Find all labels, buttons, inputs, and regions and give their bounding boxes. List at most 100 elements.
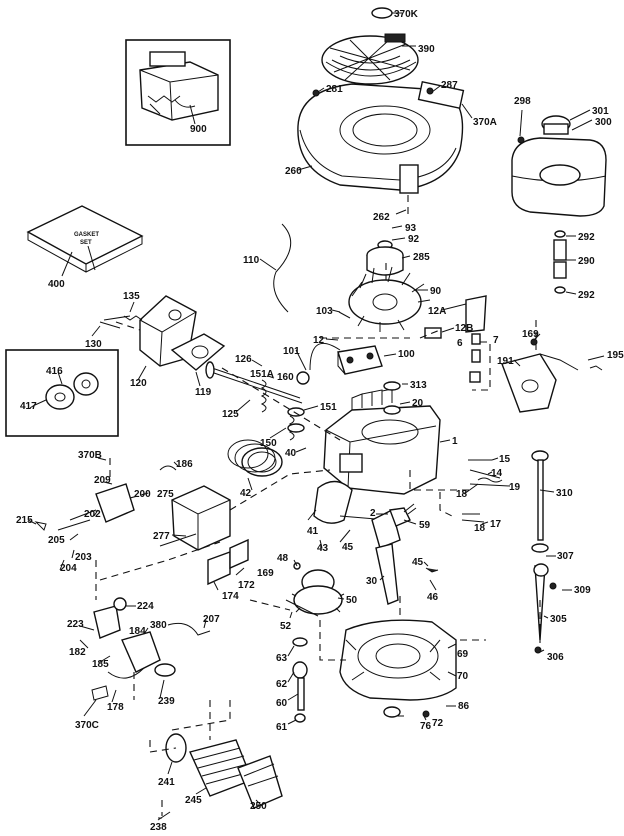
part-label-p241: 241: [158, 777, 175, 788]
gasket-set-inset: [26, 205, 144, 277]
part-label-p12B: 12B: [455, 323, 473, 334]
part-label-p185: 185: [92, 659, 109, 670]
part-label-p900: 900: [190, 124, 207, 135]
part-label-p223: 223: [67, 619, 84, 630]
gasket-set-label-2: SET: [80, 240, 92, 246]
part-label-p169a: 169: [522, 329, 539, 340]
engine-block: [323, 381, 441, 495]
recoil-starter: [321, 7, 419, 85]
part-label-p76: 76: [420, 721, 432, 732]
cam-gear: [285, 562, 345, 617]
part-label-p125: 125: [222, 409, 239, 420]
part-label-p202: 202: [84, 509, 101, 520]
part-label-p48: 48: [277, 553, 289, 564]
part-label-p292b: 292: [578, 290, 595, 301]
part-label-p207: 207: [203, 614, 220, 625]
engine-inset-box: [125, 39, 231, 146]
part-label-p260: 260: [285, 166, 302, 177]
part-label-p126: 126: [235, 354, 252, 365]
part-label-p186: 186: [176, 459, 193, 470]
part-label-p245: 245: [185, 795, 202, 806]
part-label-p46: 46: [427, 592, 439, 603]
piston-rings: [227, 439, 389, 524]
part-label-p307: 307: [557, 551, 574, 562]
part-label-p41: 41: [307, 526, 319, 537]
part-label-p110: 110: [243, 255, 260, 266]
part-label-p182: 182: [69, 647, 86, 658]
part-label-p390: 390: [418, 44, 435, 55]
part-label-p200: 200: [134, 489, 151, 500]
part-label-p281: 281: [326, 84, 343, 95]
part-label-p151: 151: [320, 402, 337, 413]
part-label-p310: 310: [556, 488, 573, 499]
part-label-p305: 305: [550, 614, 567, 625]
part-label-p92: 92: [408, 234, 420, 245]
part-label-p42: 42: [240, 488, 252, 499]
part-label-p300: 300: [595, 117, 612, 128]
part-label-p1: 1: [452, 436, 458, 447]
crankshaft: [371, 503, 439, 605]
air-intake: [113, 465, 249, 636]
part-label-p292a: 292: [578, 232, 595, 243]
part-label-p160: 160: [277, 372, 294, 383]
governor-linkage: [461, 459, 511, 523]
part-label-p151A: 151A: [250, 369, 274, 380]
part-label-p40: 40: [285, 448, 297, 459]
part-label-p417: 417: [20, 401, 37, 412]
part-label-p6: 6: [457, 338, 463, 349]
part-label-p275: 275: [157, 489, 174, 500]
part-label-p290: 290: [578, 256, 595, 267]
part-label-p45a: 45: [342, 542, 354, 553]
part-label-p90: 90: [430, 286, 442, 297]
part-label-p239: 239: [158, 696, 175, 707]
part-label-p416: 416: [46, 366, 63, 377]
part-label-p50: 50: [346, 595, 358, 606]
part-label-p150: 150: [260, 438, 277, 449]
part-label-p18a: 18: [456, 489, 468, 500]
cylinder-head: [99, 295, 226, 371]
part-label-p86: 86: [458, 701, 470, 712]
starter-inset-box: [5, 349, 119, 437]
part-label-p63: 63: [276, 653, 288, 664]
part-label-p69: 69: [457, 649, 469, 660]
part-label-p380: 380: [150, 620, 167, 631]
part-label-p370C: 370C: [75, 720, 99, 731]
part-label-p20: 20: [412, 398, 424, 409]
part-label-p19: 19: [509, 482, 521, 493]
part-label-p15: 15: [499, 454, 511, 465]
part-label-p172: 172: [238, 580, 255, 591]
part-label-p277: 277: [153, 531, 170, 542]
part-label-p238: 238: [150, 822, 167, 833]
part-label-p103: 103: [316, 306, 333, 317]
oil-pump-stack: [292, 637, 308, 723]
part-label-p169b: 169: [257, 568, 274, 579]
part-label-p119: 119: [195, 387, 212, 398]
part-label-p306: 306: [547, 652, 564, 663]
part-label-p209: 209: [94, 475, 111, 486]
part-label-p309: 309: [574, 585, 591, 596]
fuel-tank: [511, 115, 607, 294]
part-label-p191: 191: [497, 356, 514, 367]
part-label-p7: 7: [493, 335, 499, 346]
ignition-module: [273, 223, 383, 375]
part-label-p70: 70: [457, 671, 469, 682]
part-label-p72: 72: [432, 718, 444, 729]
part-label-p215: 215: [16, 515, 33, 526]
part-label-p313: 313: [410, 380, 427, 391]
air-filter: [91, 685, 283, 821]
part-label-p12: 12: [313, 335, 325, 346]
blower-housing: [297, 81, 465, 194]
gasket-set-label-1: GASKET: [74, 232, 99, 238]
part-label-p17: 17: [490, 519, 502, 530]
part-label-p301: 301: [592, 106, 609, 117]
part-label-p370A: 370A: [473, 117, 497, 128]
part-label-p101: 101: [283, 346, 300, 357]
part-label-p298: 298: [514, 96, 531, 107]
part-label-p18b: 18: [474, 523, 486, 534]
part-label-p195: 195: [607, 350, 624, 361]
part-label-p178: 178: [107, 702, 124, 713]
rear-bracket: [501, 338, 603, 413]
part-label-p203: 203: [75, 552, 92, 563]
flywheel: [338, 240, 431, 332]
